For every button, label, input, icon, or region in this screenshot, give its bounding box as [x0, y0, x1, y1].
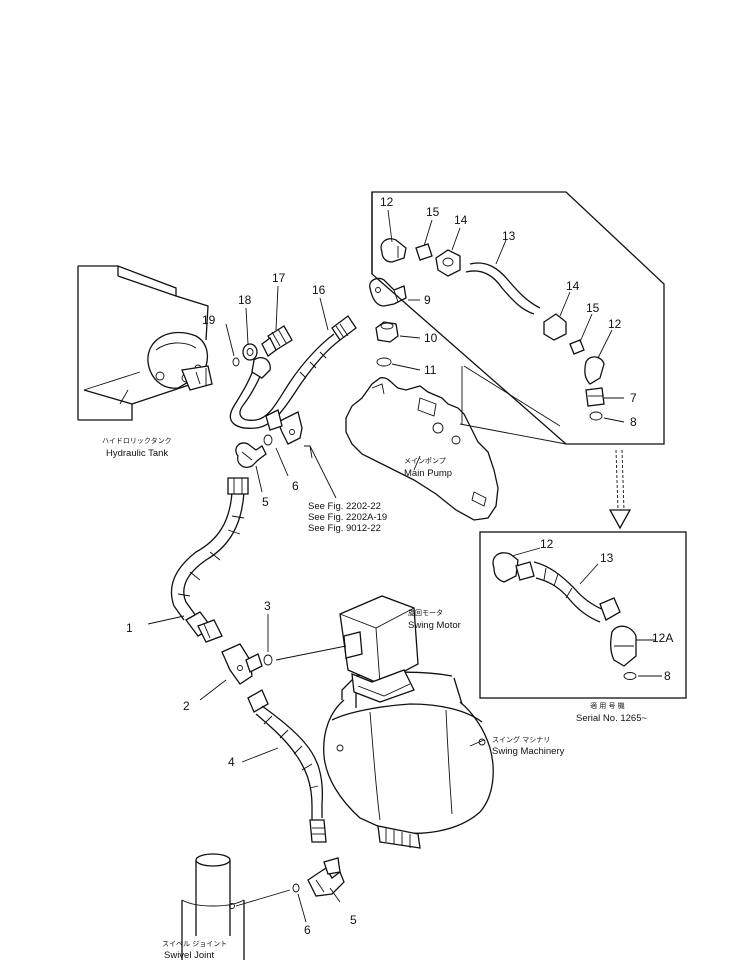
serial-label-jp: 適 用 号 機	[590, 701, 625, 710]
callout-18: 18	[238, 293, 252, 307]
callout-19: 19	[202, 313, 216, 327]
hydraulic-tank-label: Hydraulic Tank	[106, 448, 168, 459]
oring-19	[232, 357, 240, 367]
callout-16: 16	[312, 283, 326, 297]
see-fig-ref-3: See Fig. 9012-22	[308, 523, 381, 534]
hose-1	[170, 477, 249, 643]
callout-8-upper: 8	[630, 415, 637, 429]
callout-3: 3	[264, 599, 271, 613]
callout-14-a: 14	[454, 213, 468, 227]
oring-3	[263, 654, 273, 666]
callout-numbers: 1 2 3 4 5 5 6 6 7 8 8 9 10 11 12 12 12 1…	[126, 195, 673, 937]
elbow-9	[369, 277, 407, 307]
oring-6-upper	[263, 434, 273, 446]
callout-17: 17	[272, 271, 286, 285]
elbow-5-upper	[235, 442, 267, 468]
nut-10	[375, 321, 399, 343]
detail-box-upper	[371, 191, 665, 445]
callout-12-a: 12	[380, 195, 394, 209]
swing-machinery	[323, 595, 494, 849]
callout-13-a: 13	[502, 229, 516, 243]
callout-12-c: 12	[540, 537, 554, 551]
oring-6-lower	[292, 883, 300, 893]
callout-6-lower: 6	[304, 923, 311, 937]
callout-15-b: 15	[586, 301, 600, 315]
callout-12-b: 12	[608, 317, 622, 331]
hydraulic-tank-label-jp: ハイドロリックタンク	[102, 436, 172, 445]
callout-7: 7	[630, 391, 637, 405]
swing-machinery-label-jp: スイング マシナリ	[492, 735, 550, 744]
oring-11	[376, 357, 392, 367]
callout-10: 10	[424, 331, 438, 345]
component-labels: ハイドロリックタンク Hydraulic Tank メインポンプ Main Pu…	[102, 436, 647, 961]
elbow-17	[261, 325, 293, 357]
detail-box-lower	[479, 531, 687, 699]
callout-6-upper: 6	[292, 479, 299, 493]
see-fig-ref-2: See Fig. 2202A-19	[308, 512, 387, 523]
swing-machinery-label: Swing Machinery	[492, 746, 565, 757]
tee-fitting	[265, 409, 303, 445]
callout-14-b: 14	[566, 279, 580, 293]
detail-upper-parts	[380, 238, 605, 421]
swing-motor-label-jp: 旋回モータ	[408, 608, 443, 617]
callout-15-a: 15	[426, 205, 440, 219]
main-pump	[345, 365, 567, 521]
nut-18	[242, 343, 258, 361]
detail-arrow	[608, 449, 632, 530]
see-fig-ref-1: See Fig. 2202-22	[308, 501, 381, 512]
leader-lines	[119, 209, 662, 923]
swing-motor-label: Swing Motor	[408, 620, 461, 631]
swivel-joint-label: Swivel Joint	[164, 950, 215, 961]
callout-11: 11	[424, 363, 437, 377]
callout-4: 4	[228, 755, 235, 769]
callout-2: 2	[183, 699, 190, 713]
tee-2	[221, 643, 263, 685]
callout-8-lower: 8	[664, 669, 671, 683]
callout-13-b: 13	[600, 551, 614, 565]
main-pump-label: Main Pump	[404, 468, 452, 479]
callout-1: 1	[126, 621, 133, 635]
hydraulic-tank	[77, 265, 213, 421]
callout-9: 9	[424, 293, 431, 307]
serial-label: Serial No. 1265~	[576, 713, 647, 724]
return-hose-16	[229, 315, 357, 429]
swivel-joint	[181, 853, 245, 960]
elbow-5-lower	[307, 857, 345, 897]
callout-5-upper: 5	[262, 495, 269, 509]
callout-12A: 12A	[652, 631, 673, 645]
swivel-joint-label-jp: スイベル ジョイント	[162, 940, 227, 948]
callout-5-lower: 5	[350, 913, 357, 927]
hose-4	[247, 689, 327, 843]
main-pump-label-jp: メインポンプ	[404, 457, 446, 465]
